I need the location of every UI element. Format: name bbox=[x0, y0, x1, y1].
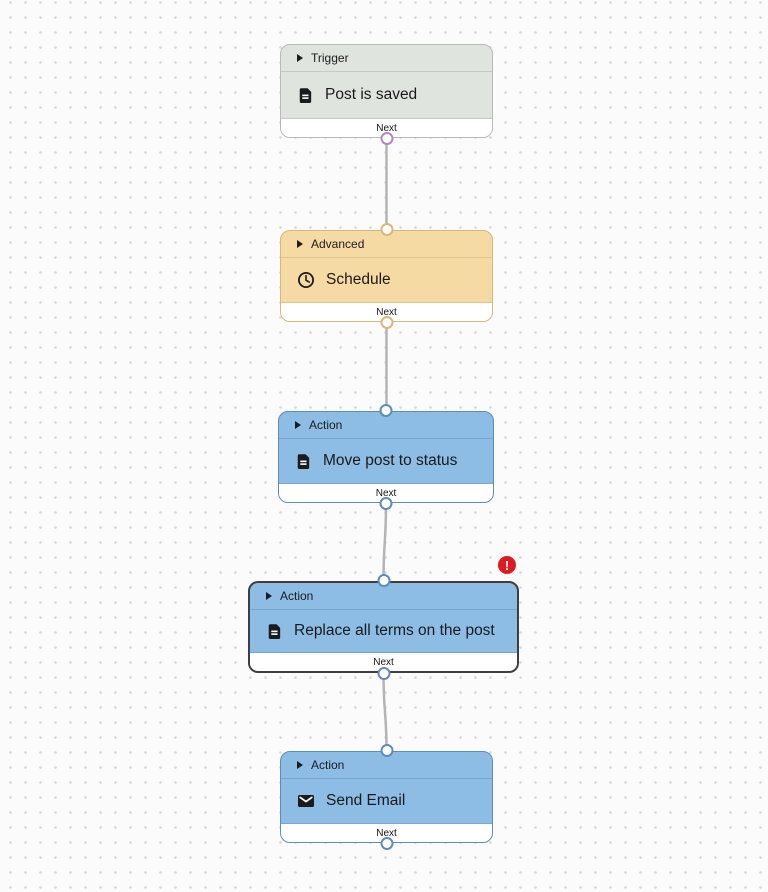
input-port[interactable] bbox=[377, 574, 390, 588]
expand-arrow-icon[interactable] bbox=[297, 240, 303, 248]
output-port[interactable] bbox=[380, 315, 393, 329]
document-icon bbox=[297, 87, 314, 104]
next-label: Next bbox=[376, 122, 397, 134]
node-header[interactable]: Action bbox=[279, 412, 493, 439]
node-action-move-post-to-status[interactable]: Action Move post to status Next bbox=[278, 404, 494, 510]
node-body[interactable]: Move post to status bbox=[279, 439, 493, 483]
expand-arrow-icon[interactable] bbox=[297, 54, 303, 62]
node-footer: Next bbox=[281, 823, 492, 842]
node-category-label: Advanced bbox=[311, 237, 365, 251]
node-header[interactable]: Action bbox=[250, 583, 517, 610]
envelope-icon bbox=[297, 793, 315, 809]
clock-icon bbox=[297, 271, 315, 289]
expand-arrow-icon[interactable] bbox=[266, 592, 272, 600]
input-port[interactable] bbox=[380, 744, 393, 758]
next-label: Next bbox=[376, 827, 397, 839]
node-footer: Next bbox=[281, 118, 492, 137]
document-icon bbox=[295, 453, 312, 470]
input-port[interactable] bbox=[379, 404, 393, 418]
document-icon bbox=[266, 623, 283, 640]
node-trigger-post-is-saved[interactable]: Trigger Post is saved Next bbox=[280, 44, 493, 145]
node-category-label: Action bbox=[311, 758, 345, 772]
node-title: Schedule bbox=[326, 271, 391, 288]
output-port[interactable] bbox=[380, 836, 393, 850]
node-advanced-schedule[interactable]: Advanced Schedule Next bbox=[280, 223, 493, 329]
node-action-send-email[interactable]: Action Send Email Next bbox=[280, 744, 493, 850]
node-header[interactable]: Trigger bbox=[281, 45, 492, 72]
node-body[interactable]: Post is saved bbox=[281, 72, 492, 118]
node-header[interactable]: Advanced bbox=[281, 231, 492, 258]
next-label: Next bbox=[375, 487, 397, 499]
node-category-label: Trigger bbox=[311, 51, 349, 65]
node-title: Move post to status bbox=[323, 452, 458, 469]
error-badge-icon[interactable]: ! bbox=[498, 556, 516, 574]
edge-connector bbox=[382, 671, 388, 753]
input-port[interactable] bbox=[380, 223, 393, 237]
expand-arrow-icon[interactable] bbox=[295, 421, 301, 429]
node-footer: Next bbox=[279, 483, 493, 502]
node-header[interactable]: Action bbox=[281, 752, 492, 779]
expand-arrow-icon[interactable] bbox=[297, 761, 303, 769]
node-title: Post is saved bbox=[325, 86, 418, 103]
node-body[interactable]: Send Email bbox=[281, 779, 492, 823]
node-body[interactable]: Schedule bbox=[281, 258, 492, 302]
node-action-replace-all-terms[interactable]: Action Replace all terms on the post Nex… bbox=[248, 556, 519, 680]
node-category-label: Action bbox=[280, 589, 314, 603]
output-port[interactable] bbox=[379, 496, 393, 510]
node-title: Send Email bbox=[326, 792, 406, 809]
next-label: Next bbox=[373, 656, 394, 668]
node-footer: Next bbox=[281, 302, 492, 321]
edge-connector bbox=[382, 501, 388, 583]
next-label: Next bbox=[376, 306, 397, 318]
node-footer: Next bbox=[250, 652, 517, 671]
node-category-label: Action bbox=[309, 418, 343, 432]
node-title: Replace all terms on the post bbox=[294, 622, 495, 639]
node-body[interactable]: Replace all terms on the post bbox=[250, 610, 517, 652]
output-port[interactable] bbox=[380, 131, 393, 145]
output-port[interactable] bbox=[377, 666, 390, 680]
